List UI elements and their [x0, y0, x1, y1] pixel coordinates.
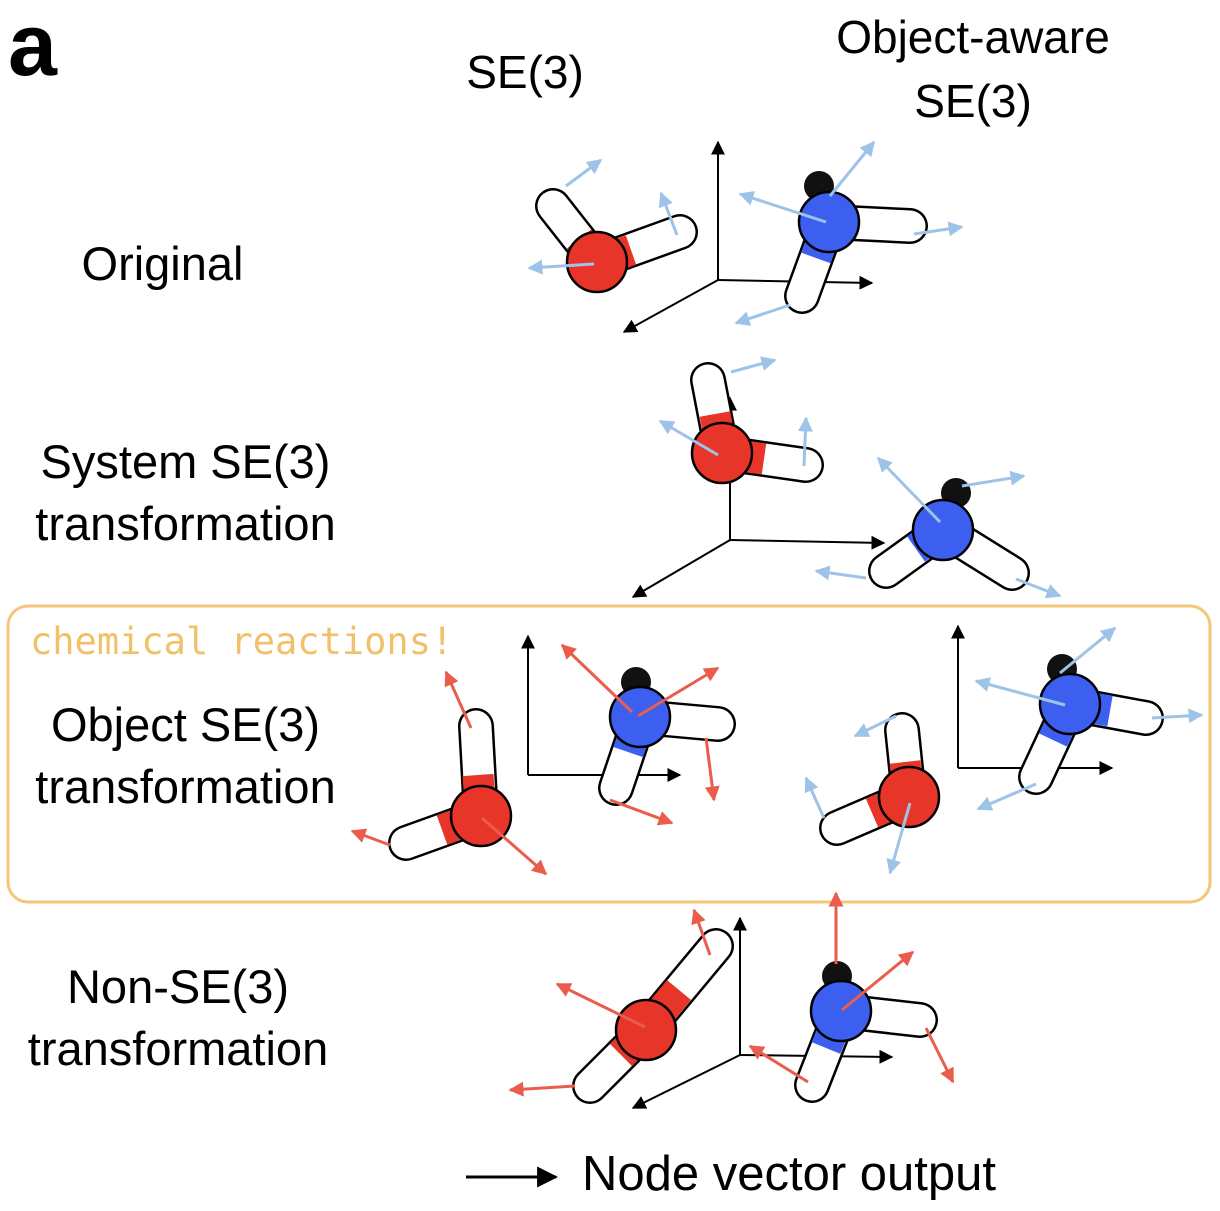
ammonia-molecule-system [868, 478, 1030, 591]
vectors-non-se3 [508, 891, 955, 1097]
row-label-non-se3-line2: transformation [27, 1022, 329, 1075]
water-molecule-system [690, 362, 824, 485]
ammonia-molecule-object-left [598, 667, 736, 806]
column-header-se3: SE(3) [466, 46, 584, 98]
row-label-system-line1: System SE(3) [40, 435, 331, 488]
water-molecule-non-se3 [572, 928, 734, 1104]
row-label-object-line2: transformation [35, 760, 336, 813]
highlight-box [6, 604, 1212, 904]
water-molecule-original [535, 188, 698, 294]
ammonia-molecule-object-right [1018, 654, 1164, 795]
highlight-note: chemical reactions! [30, 620, 454, 663]
row-label-non-se3-line1: Non-SE(3) [66, 960, 289, 1013]
row-label-system-line2: transformation [35, 497, 336, 550]
column-header-object-aware-line2: SE(3) [914, 75, 1032, 127]
vectors-object-left [350, 643, 720, 876]
row-label-object-line1: Object SE(3) [50, 698, 321, 751]
ammonia-molecule-non-se3 [794, 961, 938, 1103]
water-molecule-object-right [819, 712, 941, 846]
legend-label: Node vector output [582, 1147, 997, 1201]
row-label-original: Original [81, 237, 244, 290]
panel-label: a [8, 0, 57, 94]
vectors-system [658, 356, 1062, 599]
column-header-object-aware-line1: Object-aware [836, 11, 1110, 63]
vectors-object-right [804, 626, 1204, 875]
ammonia-molecule-original [784, 171, 928, 314]
vectors-original [527, 140, 964, 326]
